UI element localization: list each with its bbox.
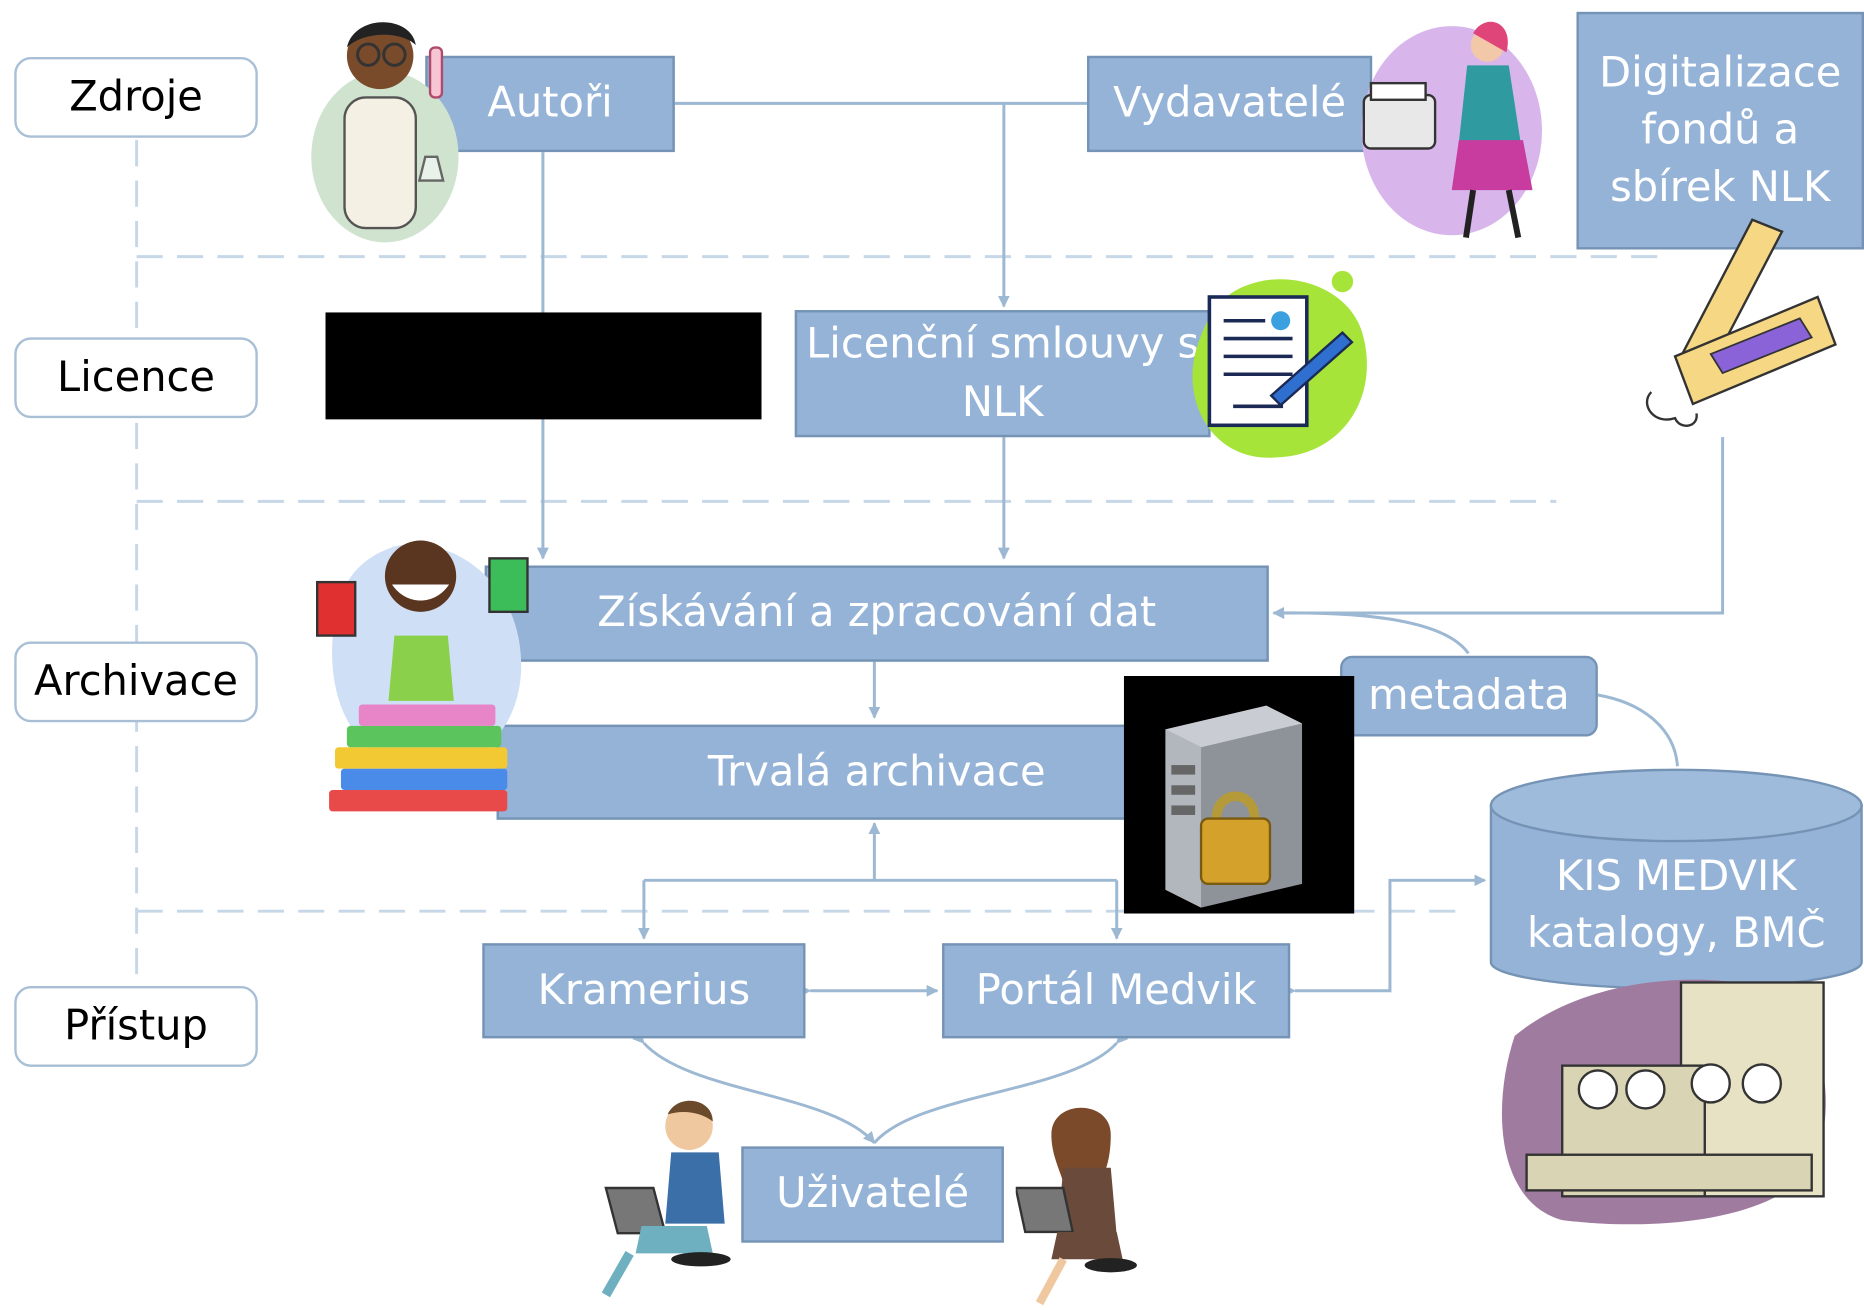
node-label: Získávání a zpracování dat [597,589,1157,638]
phase-label: Zdroje [69,73,203,122]
phase-zdroje: Zdroje [14,57,258,138]
node-label: Autoři [487,80,613,128]
scanner-clipart [1645,218,1837,427]
node-label-line: KIS MEDVIK [1555,852,1797,901]
tape-computer-clipart [1501,979,1826,1225]
locked-server-image [1123,675,1355,914]
phase-archivace: Archivace [14,641,258,723]
printer-woman-clipart [1361,21,1543,239]
node-label-line: fondů a [1641,106,1800,155]
node-digitalizace: Digitalizace fondů a sbírek NLK [1576,11,1864,250]
node-uzivatele: Uživatelé [741,1146,1004,1243]
phase-label: Licence [57,354,216,402]
node-kramerius: Kramerius [482,943,806,1039]
node-portal-medvik: Portál Medvik [942,943,1291,1039]
node-label-line: Licenční smlouvy s [806,321,1200,369]
node-label: Kramerius [537,966,751,1015]
phase-label: Archivace [34,658,238,706]
node-label-line: NLK [961,378,1044,426]
node-label: Trvalá archivace [707,748,1046,796]
database-kis-medvik [1489,768,1863,990]
phase-pristup: Přístup [14,986,258,1067]
node-licencni-smlouvy: Licenční smlouvy s NLK [794,310,1211,438]
node-label-line: sbírek NLK [1610,164,1831,212]
node-autori: Autoři [425,55,675,153]
node-label: Uživatelé [776,1170,970,1219]
node-label-line: Digitalizace [1599,49,1842,97]
node-label: Portál Medvik [975,966,1257,1015]
node-label: Vydavatelé [1113,80,1347,128]
scientist-clipart [311,22,459,243]
phase-label: Přístup [64,1002,208,1051]
node-kis-medvik: KIS MEDVIK katalogy, BMČ [1495,846,1859,965]
phase-licence: Licence [14,337,258,419]
woman-with-laptop-clipart [1015,1107,1137,1306]
contract-pen-clipart [1192,270,1367,458]
redacted-box [325,312,762,420]
man-with-laptop-clipart [601,1100,731,1298]
flow-arrows [536,101,1725,1144]
node-label: metadata [1368,672,1570,720]
node-label-line: katalogy, BMČ [1527,910,1826,958]
woman-on-books-clipart [316,540,529,812]
node-ziskavani: Získávání a zpracování dat [484,565,1269,662]
node-metadata: metadata [1340,655,1598,737]
node-vydavatele: Vydavatelé [1087,55,1373,153]
